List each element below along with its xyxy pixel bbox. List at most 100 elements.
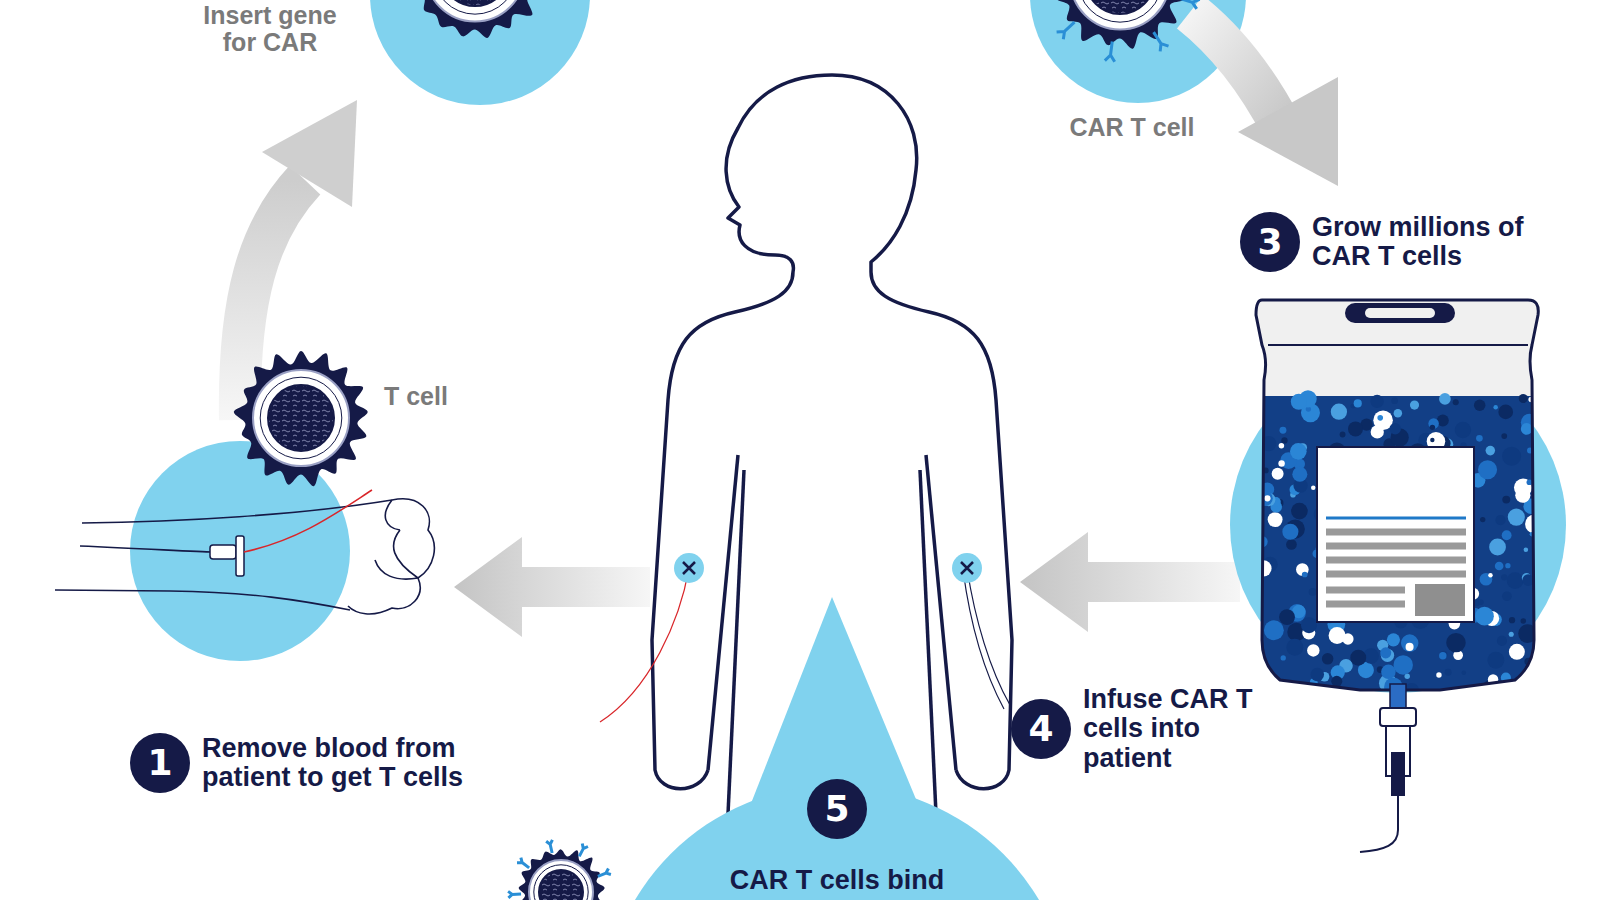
cell-dot (1501, 574, 1507, 580)
cell-dot (1474, 399, 1486, 411)
cell-body (1070, 0, 1169, 30)
cell-dot (1354, 399, 1362, 407)
step-number-badge: 3Grow millions of CAR T cells (1240, 212, 1300, 272)
cell-body (425, 0, 524, 22)
cell-dot (1508, 508, 1525, 525)
cell-dot (1519, 394, 1528, 403)
cell-dot (1509, 617, 1515, 623)
bag-port (1390, 684, 1406, 708)
cell-dot (1430, 438, 1434, 442)
callout-number: 1 (130, 733, 190, 793)
t-cell (407, 0, 545, 38)
step-number-badge: 4Infuse CAR T cells into patient (1011, 699, 1071, 759)
binding-region-shape (600, 597, 1074, 900)
cell-dot (1292, 467, 1307, 482)
cell-dot (1381, 665, 1396, 680)
cell-dot (1527, 684, 1535, 692)
car-receptor (1154, 32, 1169, 51)
label-box (1415, 584, 1465, 616)
cell-dot (1445, 669, 1452, 676)
cell-dot (1502, 591, 1512, 601)
cell-dot (1311, 485, 1315, 489)
blood-line (244, 490, 372, 552)
car-t-cell (508, 840, 612, 900)
callout-number: 3 (1240, 212, 1300, 272)
cell-dot (1453, 399, 1459, 405)
step-number-badge: 5 (807, 779, 867, 839)
step-heading: Remove blood from patient to get T cells (202, 734, 522, 792)
cell-nucleus (441, 0, 509, 6)
step-label: Insert gene for CAR (185, 2, 355, 56)
cell-dot (1495, 515, 1505, 525)
cell-dot (1393, 655, 1412, 674)
callout-number: 5 (807, 779, 867, 839)
cell-body (529, 860, 593, 900)
cell-dot (1311, 668, 1324, 681)
car-receptor (1057, 22, 1075, 39)
cell-dot (1371, 425, 1384, 438)
cell-dot (1329, 627, 1346, 644)
cell-dot (1476, 435, 1483, 442)
cell-dot (1291, 394, 1307, 410)
cell-dot (1439, 652, 1446, 659)
cell-dot (1279, 609, 1295, 625)
cell-dot (1387, 633, 1400, 646)
cell-dot (1502, 530, 1512, 540)
cell-dot (1480, 573, 1493, 586)
cell-nucleus (268, 385, 334, 451)
cell-dot (1272, 468, 1284, 480)
cell-dot (1501, 433, 1507, 439)
cell-dot (1370, 395, 1383, 408)
car-receptor (1105, 42, 1115, 62)
cell-dot (1497, 636, 1507, 646)
bag-seam (1268, 344, 1528, 346)
callout-number: 4 (1011, 699, 1071, 759)
car-t-cell (1038, 0, 1200, 62)
fist (348, 499, 434, 614)
cell-nucleus (1086, 0, 1154, 14)
cell-ring (1078, 0, 1162, 22)
iv-bag-outline (1256, 300, 1538, 690)
cell-dot (1406, 643, 1414, 651)
cell-dot (1394, 409, 1402, 417)
cell-dot (1502, 496, 1510, 504)
cell-dot (1493, 405, 1497, 409)
cell-dot (1279, 427, 1286, 434)
car-receptor (517, 858, 529, 868)
arrow-head (262, 100, 357, 207)
cell-membrane (234, 351, 368, 486)
step-heading: Grow millions of CAR T cells (1312, 213, 1547, 271)
cell-dot (1487, 652, 1504, 669)
car-receptor (598, 869, 611, 877)
cell-dot (1436, 672, 1441, 677)
cell-dot (1455, 422, 1471, 438)
iv-tube (1360, 796, 1398, 852)
cell-label: CAR T cell (1052, 114, 1212, 141)
cell-dot (1286, 639, 1303, 656)
arm-outline (82, 500, 392, 523)
cell-dot (1377, 415, 1383, 421)
drip-fluid (1391, 752, 1405, 796)
cell-dot (1401, 634, 1418, 651)
flow-arrow (454, 537, 650, 637)
cell-dot (1521, 423, 1533, 435)
cell-dot (1331, 404, 1347, 420)
cell-dot (1348, 421, 1363, 436)
cell-dot (1502, 447, 1521, 466)
cell-dot (1478, 460, 1497, 479)
bag-label (1317, 447, 1474, 622)
cell-dot (1301, 617, 1317, 633)
blood-line (600, 568, 689, 722)
cell-dot (1462, 671, 1467, 676)
cell-dot (1521, 618, 1527, 624)
cell-nucleus (539, 870, 583, 900)
cell-dot (1350, 650, 1366, 666)
cell-dot (1524, 547, 1529, 552)
cell-dot (1264, 620, 1284, 640)
cell-dot (1256, 680, 1270, 694)
cell-dot (1446, 633, 1465, 652)
cell-dot (1389, 423, 1400, 434)
cell-dot (1430, 425, 1435, 430)
cell-dot (1486, 446, 1496, 456)
cell-dot (1439, 393, 1451, 405)
